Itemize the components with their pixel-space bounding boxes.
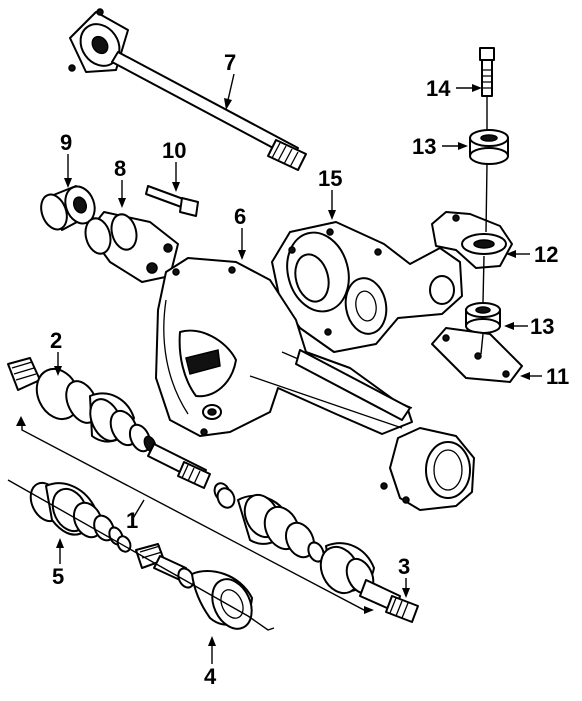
callout-14: 14	[426, 76, 451, 101]
axle-shaft-7	[68, 8, 307, 171]
callout-5: 5	[52, 564, 64, 589]
bushing-13-lower	[465, 302, 501, 334]
callout-numbers: 7 9 10 8 15 6 14 13 12 13 11 2 1 5 3 4	[50, 50, 569, 689]
callout-15: 15	[318, 166, 342, 191]
callout-13-lower: 13	[530, 314, 554, 339]
callout-7: 7	[224, 50, 236, 75]
bushing-9	[40, 185, 96, 231]
callout-10: 10	[162, 138, 186, 163]
axle-housing-6	[155, 257, 475, 511]
cv-joint-4	[135, 543, 253, 630]
drive-shaft-2	[7, 357, 211, 489]
mount-plate-11	[431, 327, 523, 383]
callout-11: 11	[546, 364, 569, 389]
callout-6: 6	[234, 204, 246, 229]
callout-3: 3	[398, 554, 410, 579]
callout-8: 8	[114, 156, 126, 181]
carrier-15	[271, 221, 463, 353]
bracket-8	[84, 211, 179, 283]
outer-boot-assembly-3	[216, 487, 419, 623]
leader-lines	[16, 73, 542, 664]
callout-12: 12	[534, 242, 558, 267]
bolt-14	[479, 47, 495, 97]
callout-4: 4	[204, 664, 217, 689]
callout-9: 9	[60, 130, 72, 155]
callout-13-upper: 13	[412, 134, 436, 159]
boot-kit-5	[29, 481, 132, 553]
bushing-13-upper	[469, 129, 509, 165]
callout-2: 2	[50, 328, 62, 353]
bolt-10	[145, 185, 199, 217]
mount-bracket-12	[431, 211, 513, 269]
callout-1: 1	[126, 508, 138, 533]
